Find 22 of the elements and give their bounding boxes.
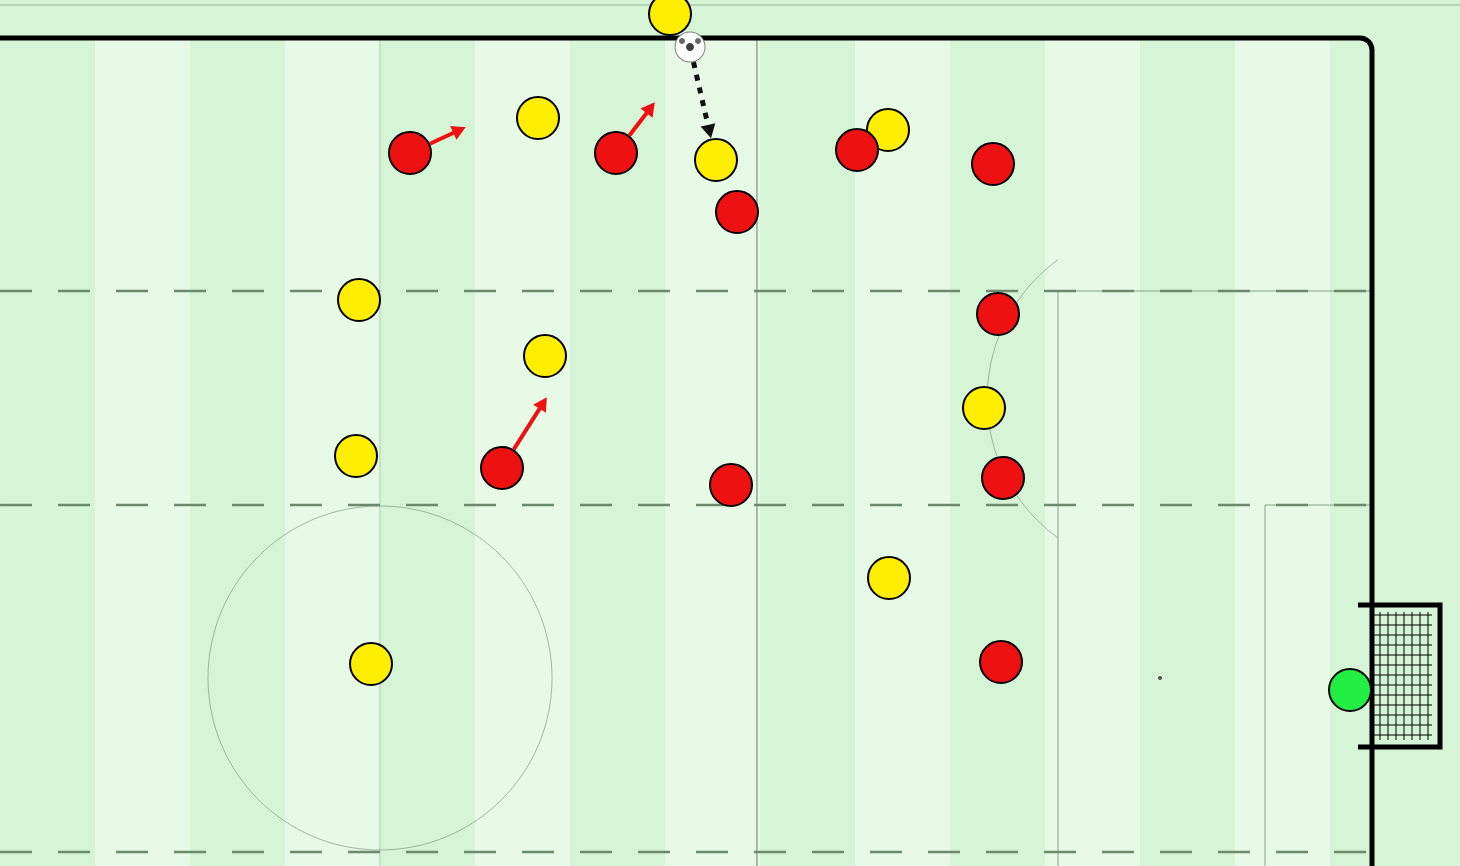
player-marker (334, 434, 378, 478)
player-marker (523, 334, 567, 378)
player-marker (337, 278, 381, 322)
player-marker (976, 292, 1020, 336)
goalkeeper-marker (1328, 668, 1372, 712)
player-marker (388, 131, 432, 175)
player-marker (866, 108, 910, 152)
player-marker (835, 128, 879, 172)
player-marker (981, 456, 1025, 500)
player-marker (594, 131, 638, 175)
player-marker (694, 138, 738, 182)
player-marker (648, 0, 692, 36)
player-marker (715, 190, 759, 234)
player-marker (480, 446, 524, 490)
ball-icon (674, 31, 706, 63)
player-marker (971, 142, 1015, 186)
player-marker (516, 96, 560, 140)
player-marker (962, 386, 1006, 430)
player-marker (349, 642, 393, 686)
player-marker (979, 640, 1023, 684)
player-marker (867, 556, 911, 600)
player-marker (709, 463, 753, 507)
